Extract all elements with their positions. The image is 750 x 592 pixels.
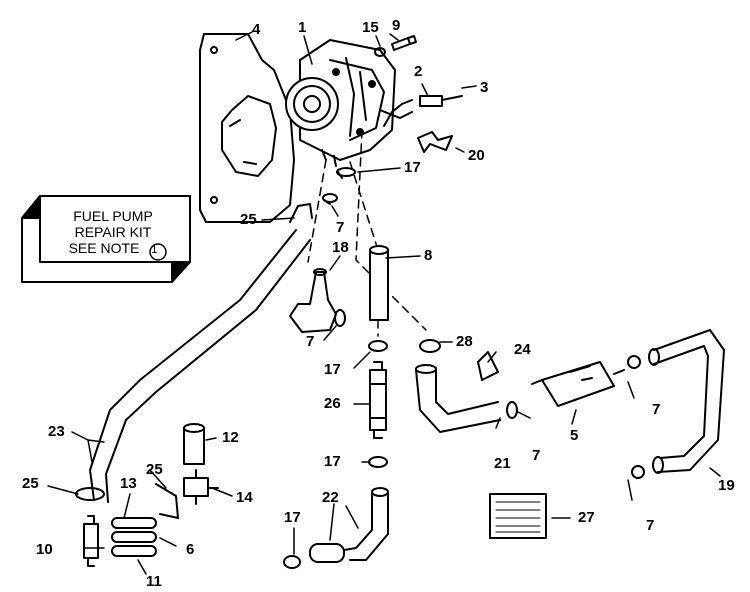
callout-28: 28: [456, 333, 473, 350]
callout-22: 22: [322, 489, 339, 506]
callout-17-mid: 17: [324, 361, 341, 378]
clamp: [322, 193, 338, 205]
callout-4: 4: [252, 21, 261, 38]
hose-clip-lower: [75, 487, 105, 501]
clamp: [506, 401, 518, 419]
screw: [391, 35, 417, 51]
callout-19: 19: [718, 477, 735, 494]
filter-bracket: [477, 351, 499, 381]
callout-23: 23: [48, 423, 65, 440]
callout-5: 5: [570, 427, 579, 444]
callout-25-top: 25: [240, 211, 257, 228]
clamp: [419, 339, 441, 353]
callout-2: 2: [414, 63, 423, 80]
callout-6: 6: [186, 541, 195, 558]
wire-clip: [417, 131, 453, 153]
callout-17-bottom: 17: [284, 509, 301, 526]
callout-1: 1: [298, 19, 307, 36]
filter-inlet-hose: [415, 364, 501, 433]
note-line-2: REPAIR KIT: [74, 224, 152, 240]
callout-7-right-top: 7: [652, 401, 661, 418]
clamp: [368, 456, 388, 468]
elbow-hose: [289, 271, 337, 333]
clamp: [336, 167, 356, 179]
callout-8: 8: [424, 247, 433, 264]
filter-outlet-hose: [648, 329, 725, 474]
note-line-1: FUEL PUMP: [73, 208, 153, 224]
callout-24: 24: [514, 341, 531, 358]
callout-13: 13: [120, 475, 137, 492]
note-box-graphic: [21, 195, 191, 283]
clamp: [368, 340, 388, 352]
clamp: [631, 465, 645, 479]
callout-27: 27: [578, 509, 595, 526]
callout-leaders: [47, 31, 721, 575]
assembly-lines: [307, 129, 427, 337]
clamp: [283, 555, 301, 569]
callout-7-right-bottom: 7: [646, 517, 655, 534]
callout-14: 14: [236, 489, 253, 506]
small-hoses: [111, 517, 157, 557]
lower-hoses: [309, 487, 389, 563]
callout-26: 26: [324, 395, 341, 412]
callout-20: 20: [468, 147, 485, 164]
callout-12: 12: [222, 429, 239, 446]
note-number: 1: [151, 244, 158, 256]
fuel-fitting: [83, 515, 99, 567]
fuel-tube: [369, 245, 389, 321]
callout-21: 21: [494, 455, 511, 472]
long-fuel-hose: [89, 229, 311, 503]
callout-10: 10: [36, 541, 53, 558]
fuel-pump: [285, 39, 413, 167]
callout-17-low: 17: [324, 453, 341, 470]
mounting-bracket: [199, 33, 295, 223]
decal: [489, 493, 547, 539]
sleeve: [183, 423, 205, 465]
hose-clip: [289, 203, 313, 223]
callout-7-top: 7: [336, 219, 345, 236]
clamp: [627, 355, 641, 369]
callout-9: 9: [392, 17, 401, 34]
callout-18: 18: [332, 239, 349, 256]
callout-3: 3: [480, 79, 489, 96]
hose-connector: [369, 361, 387, 439]
callout-17-top: 17: [404, 159, 421, 176]
callout-25-mid: 25: [146, 461, 163, 478]
note-number-circle: [149, 243, 167, 261]
callout-11: 11: [146, 573, 162, 590]
clamp: [334, 309, 346, 327]
callout-25-left: 25: [22, 475, 39, 492]
note-line-3: SEE NOTE 1: [68, 240, 158, 256]
vent-fitting: [383, 95, 463, 127]
callout-7-elbow: 7: [306, 333, 315, 350]
callout-7-filter: 7: [532, 447, 541, 464]
fuel-connector: [155, 469, 219, 519]
fuel-filter: [531, 361, 625, 407]
washer: [374, 47, 386, 57]
callout-15: 15: [362, 19, 379, 36]
repair-kit-note: FUEL PUMP REPAIR KIT SEE NOTE 1: [44, 200, 182, 276]
